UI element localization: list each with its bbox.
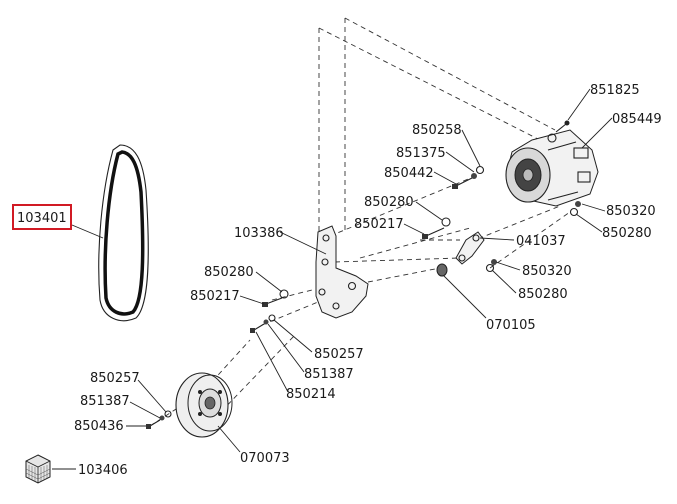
callout-851387[interactable]: 851387 [80,394,130,409]
mounting-bracket[interactable] [315,225,369,319]
callout-070105[interactable]: 070105 [486,318,536,333]
hardware [146,120,581,429]
callout-070073[interactable]: 070073 [240,451,290,466]
catalog-cube-icon[interactable] [25,454,51,484]
callout-850280[interactable]: 850280 [518,287,568,302]
drive-belt[interactable] [98,144,149,322]
callout-850280[interactable]: 850280 [602,226,652,241]
callout-103386[interactable]: 103386 [234,226,284,241]
part-callouts: 851825 085449 850258 851375 850442 85028… [17,83,662,478]
callout-850320[interactable]: 850320 [606,204,656,219]
callout-851375[interactable]: 851375 [396,146,446,161]
callout-850217[interactable]: 850217 [190,289,240,304]
callout-850217[interactable]: 850217 [354,217,404,232]
callout-851825[interactable]: 851825 [590,83,640,98]
callout-085449[interactable]: 085449 [612,112,662,127]
callout-103401[interactable]: 103401 [17,211,67,226]
spacer[interactable] [436,263,448,277]
callout-103406[interactable]: 103406 [78,463,128,478]
crank-pulley[interactable] [175,372,233,438]
callout-850257[interactable]: 850257 [314,347,364,362]
idler-plate[interactable] [455,231,485,265]
ac-compressor[interactable] [505,129,599,207]
callout-850257[interactable]: 850257 [90,371,140,386]
callout-850280[interactable]: 850280 [364,195,414,210]
highlighted-part-box [12,204,72,230]
callout-850280[interactable]: 850280 [204,265,254,280]
callout-850436[interactable]: 850436 [74,419,124,434]
callout-041037[interactable]: 041037 [516,234,566,249]
leader-lines [52,88,613,470]
callout-850214[interactable]: 850214 [286,387,336,402]
callout-850442[interactable]: 850442 [384,166,434,181]
callout-850320[interactable]: 850320 [522,264,572,279]
callout-851387[interactable]: 851387 [304,367,354,382]
callout-850258[interactable]: 850258 [412,123,462,138]
